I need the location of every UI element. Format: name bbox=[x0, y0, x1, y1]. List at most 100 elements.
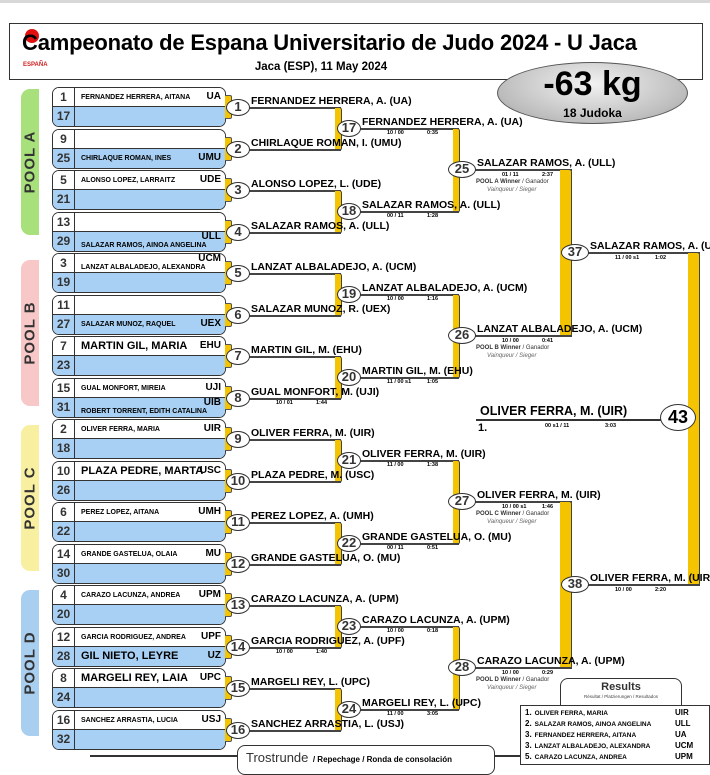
match-score: 00 / 11 bbox=[387, 213, 404, 220]
seed-number: 12 bbox=[53, 627, 75, 646]
match-number-circle: 1 bbox=[226, 99, 250, 116]
club-code: UA bbox=[206, 91, 221, 102]
club-code: ULL bbox=[201, 230, 221, 242]
club-code: UZ bbox=[207, 649, 221, 661]
match-number-circle: 13 bbox=[226, 597, 250, 614]
match-winner-name: LANZAT ALBALADEJO, A. (UCM) bbox=[251, 261, 417, 273]
result-club: UPM bbox=[675, 752, 693, 761]
club-code: UMU bbox=[198, 151, 221, 163]
match-score: 11 / 00 s1 bbox=[615, 254, 640, 261]
match-winner-name: MARTIN GIL, M. (EHU) bbox=[362, 364, 473, 377]
seed-number: 27 bbox=[53, 314, 75, 334]
seed-number: 6 bbox=[53, 503, 75, 521]
match-number-circle: 16 bbox=[226, 721, 250, 739]
match-number-circle: 10 bbox=[226, 472, 250, 490]
match-number-circle: 21 bbox=[337, 451, 361, 469]
entry-row-bottom: 30 bbox=[53, 563, 225, 583]
result-rank: 1. bbox=[525, 708, 532, 717]
repechage-header: Trostrunde / Repechage / Ronda de consol… bbox=[237, 745, 495, 775]
match-winner-name: CARAZO LACUNZA, A. (UPM) bbox=[362, 613, 510, 626]
match-line bbox=[238, 273, 341, 275]
match-winner-name: GRANDE GASTELUA, O. (MU) bbox=[362, 530, 512, 543]
repechage-title: Trostrunde bbox=[246, 750, 309, 765]
match-winner-name: CARAZO LACUNZA, A. (UPM) bbox=[251, 593, 399, 605]
athlete-name: LANZAT ALBALADEJO, ALEXANDRA bbox=[81, 264, 206, 271]
match-number-circle: 4 bbox=[226, 223, 250, 241]
match-winner-name: GUAL MONFORT, M. (UJI) bbox=[251, 385, 380, 398]
match-number-circle: 37 bbox=[561, 244, 589, 262]
match-number-circle: 7 bbox=[226, 348, 250, 365]
seed-number: 9 bbox=[53, 129, 75, 148]
seed-number: 20 bbox=[53, 605, 75, 624]
result-rank: 3. bbox=[525, 741, 532, 750]
match-line bbox=[238, 522, 341, 524]
match-line bbox=[238, 148, 341, 151]
match-winner-name: FERNANDEZ HERRERA, A. (UA) bbox=[362, 115, 523, 128]
entry-row-bottom: 19 bbox=[53, 273, 225, 292]
club-code: UIR bbox=[203, 423, 221, 434]
athlete-name: PLAZA PEDRE, MARTA bbox=[81, 464, 204, 477]
club-code: USC bbox=[199, 464, 221, 476]
athlete-name: GIL NIETO, LEYRE bbox=[81, 649, 179, 662]
seed-number: 18 bbox=[53, 439, 75, 458]
match-score: 11 / 00 bbox=[387, 711, 404, 718]
match-line bbox=[349, 542, 459, 545]
entry-row-bottom: 17 bbox=[53, 107, 225, 126]
result-name: FERNANDEZ HERRERA, AITANA bbox=[534, 732, 637, 739]
match-number-circle: 26 bbox=[448, 327, 476, 345]
match-score: 10 / 00 bbox=[387, 628, 404, 635]
match-line bbox=[349, 210, 459, 213]
match-number-circle: 18 bbox=[337, 202, 361, 220]
club-code: EHU bbox=[199, 340, 221, 351]
seed-number: 26 bbox=[53, 480, 75, 500]
match-line bbox=[349, 376, 459, 379]
match-line bbox=[238, 729, 341, 732]
athlete-name: CHIRLAQUE ROMAN, INES bbox=[81, 154, 172, 162]
athlete-name: GUAL MONFORT, MIREIA bbox=[81, 384, 166, 392]
club-code: UCM bbox=[198, 253, 221, 264]
entry-row-top: 13 bbox=[53, 212, 225, 232]
athlete-name: SANCHEZ ARRASTIA, LUCIA bbox=[81, 716, 178, 724]
club-code: UMH bbox=[198, 506, 221, 517]
match-line bbox=[349, 127, 459, 130]
pool-winner-title: POOL D Winner bbox=[476, 677, 521, 684]
match-winner-name: FERNANDEZ HERRERA, A. (UA) bbox=[251, 95, 412, 107]
match-number-circle: 38 bbox=[561, 576, 589, 594]
match-line bbox=[462, 501, 572, 504]
match-time: 1:40 bbox=[316, 649, 328, 655]
match-winner-name: SALAZAR RAMOS, A. (ULL) bbox=[590, 240, 710, 253]
match-score: 10 / 00 s1 bbox=[502, 503, 527, 510]
seed-number: 14 bbox=[53, 544, 75, 563]
match-line bbox=[575, 252, 700, 255]
match-line bbox=[238, 646, 341, 649]
top-border bbox=[0, 0, 710, 3]
pool-winner-label: POOL A Winner / Ganador bbox=[476, 179, 549, 186]
result-name: SALAZAR RAMOS, AINOA ANGELINA bbox=[534, 721, 652, 728]
match-number-circle: 8 bbox=[226, 389, 250, 407]
header: ESPAÑA Campeonato de Espana Universitari… bbox=[9, 23, 703, 80]
match-line bbox=[462, 667, 572, 670]
match-time: 1:16 bbox=[427, 296, 439, 303]
match-line bbox=[349, 625, 459, 628]
match-score: 00 / 11 bbox=[387, 545, 404, 552]
match-line bbox=[238, 563, 341, 566]
match-line bbox=[349, 293, 459, 296]
seed-number: 11 bbox=[53, 295, 75, 314]
match-winner-name: SALAZAR MUNOZ, R. (UEX) bbox=[251, 302, 391, 315]
match-score: 11 / 00 s1 bbox=[387, 379, 412, 386]
result-club: UA bbox=[675, 730, 687, 739]
match-line bbox=[238, 688, 341, 690]
